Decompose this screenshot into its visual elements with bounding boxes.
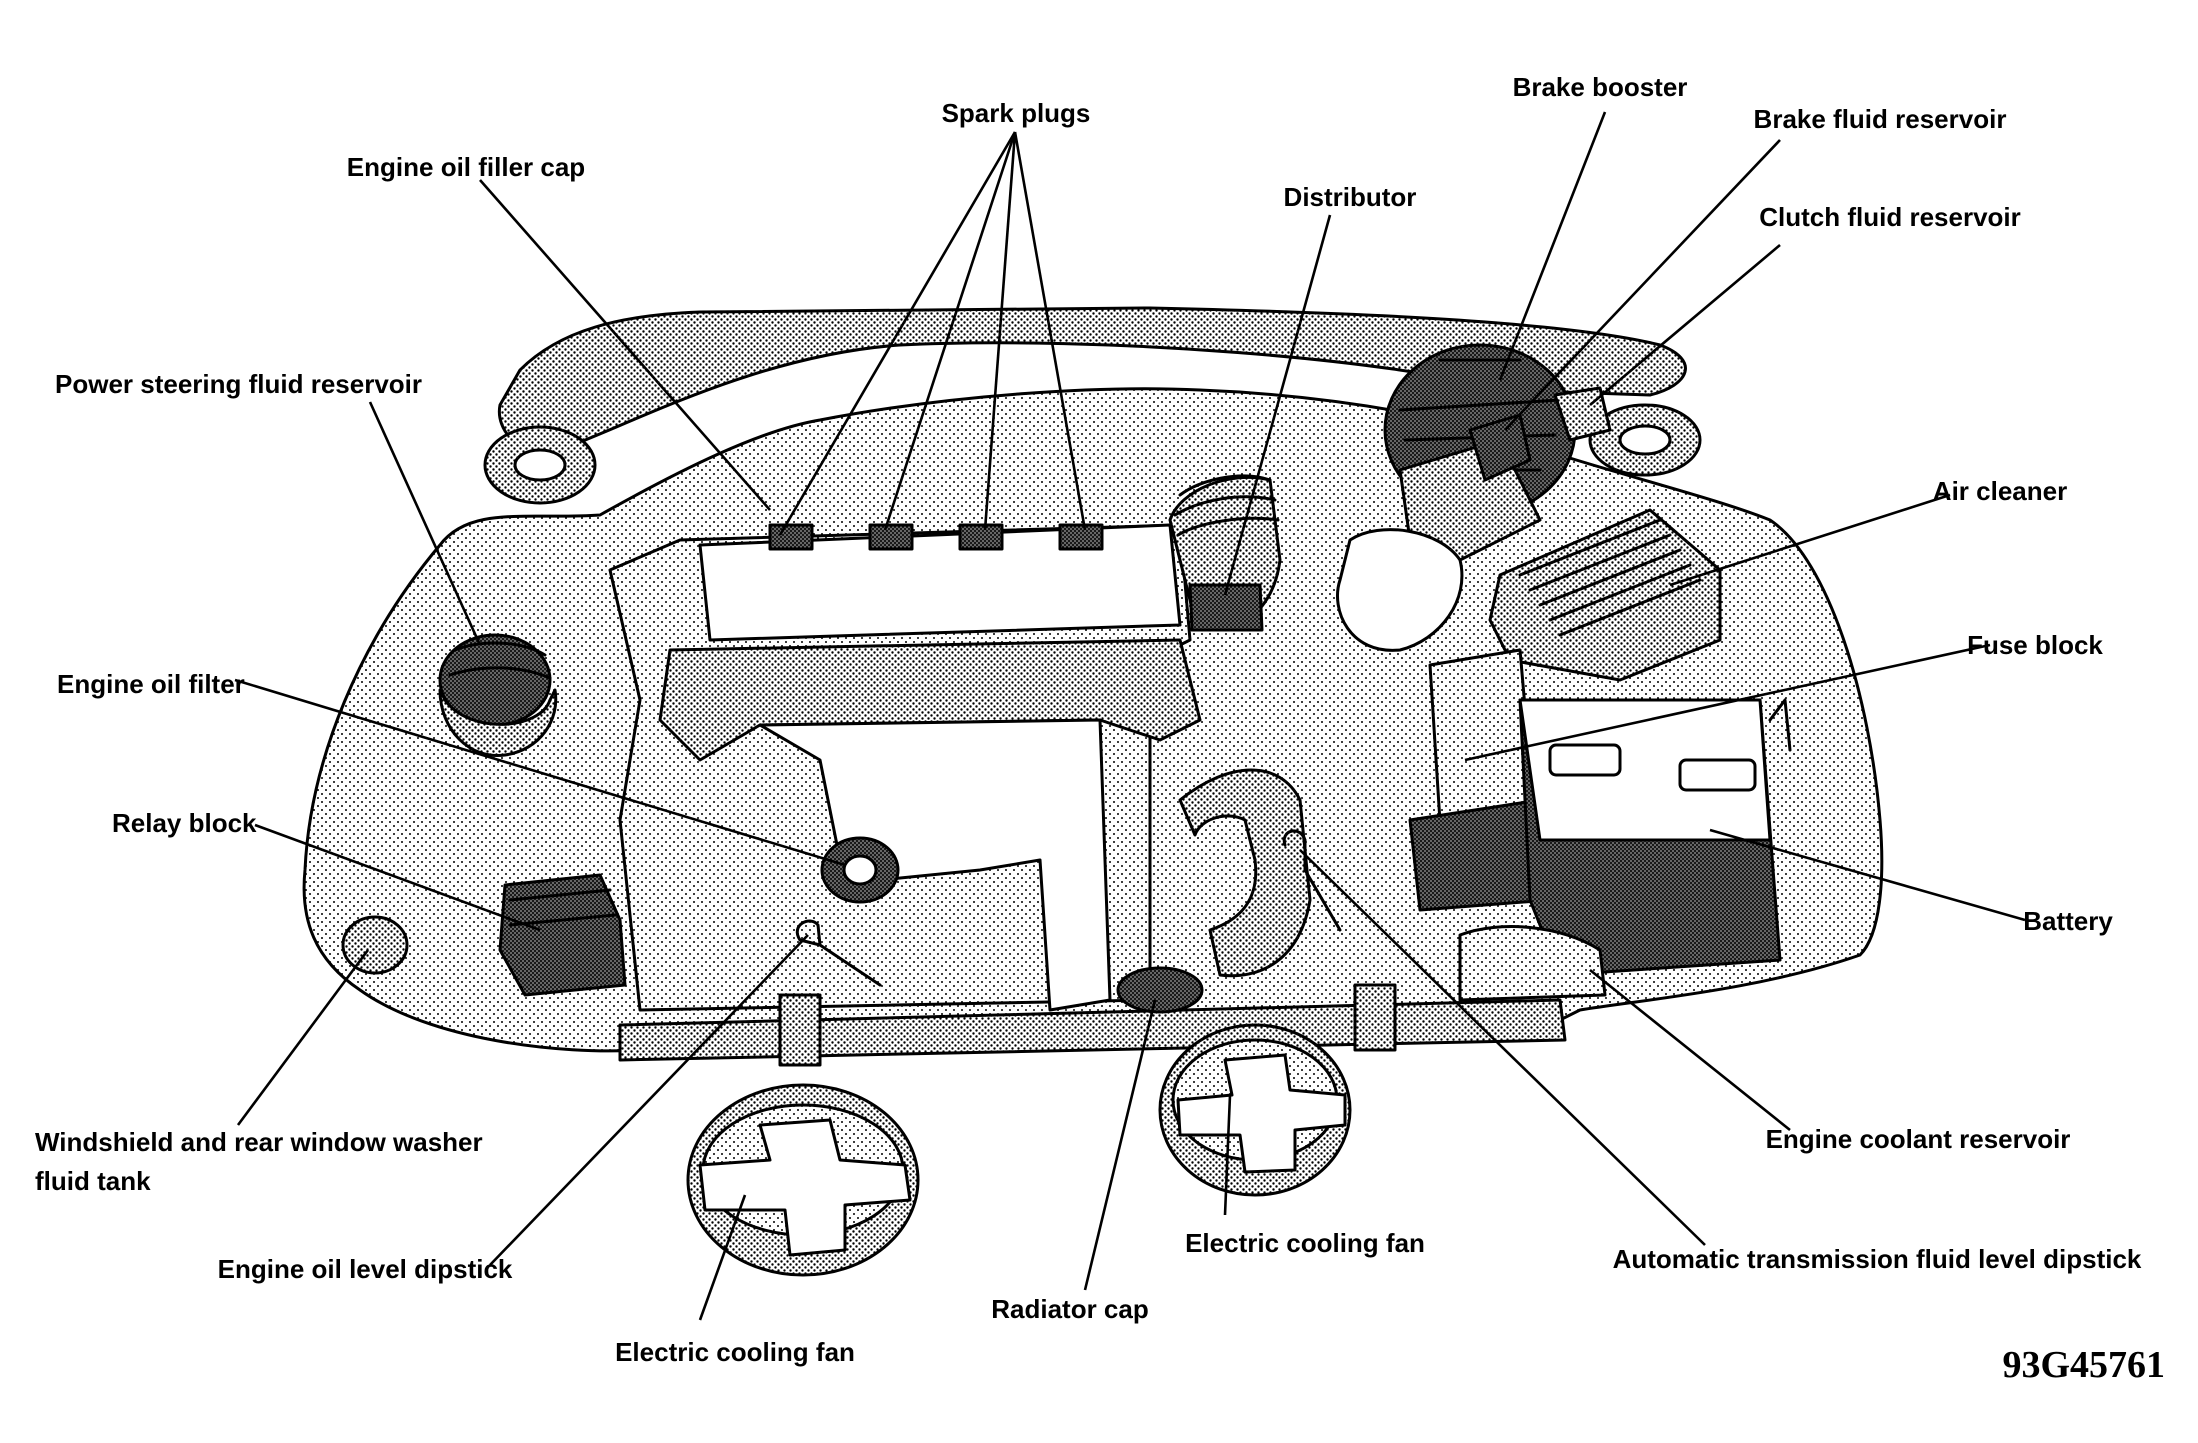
spark-plug-2 [868,523,914,551]
label-engine-coolant-reservoir: Engine coolant reservoir [1766,1124,2071,1154]
figure-code: 93G45761 [2002,1344,2165,1386]
spark-plug-4 [1058,523,1104,551]
callout-labels: Spark plugs Brake booster Brake fluid re… [35,72,2165,1386]
radiator-support-post-left [778,993,822,1067]
label-brake-booster: Brake booster [1513,72,1688,102]
label-fuse-block: Fuse block [1967,630,2103,660]
brake-fluid-reservoir-body [1468,413,1532,482]
upper-radiator-hose [1178,768,1312,978]
label-relay-block: Relay block [112,808,257,838]
cooling-fan-right [1158,1023,1352,1197]
label-clutch-fluid-reservoir: Clutch fluid reservoir [1759,202,2021,232]
atf-dipstick-handle [1282,829,1342,932]
radiator-cap-body [1116,966,1204,1014]
label-radiator-cap: Radiator cap [991,1294,1149,1324]
relay-block-body [498,873,627,997]
label-engine-oil-filler-cap: Engine oil filler cap [347,152,585,182]
air-cleaner-body [1488,508,1722,682]
coolant-reservoir-body [1458,925,1607,1002]
label-electric-cooling-fan-left: Electric cooling fan [615,1337,855,1367]
radiator-support-post-right [1353,983,1397,1052]
engine-front-cover [758,718,1112,1012]
label-battery: Battery [2023,906,2113,936]
radiator-support [618,998,1567,1062]
label-air-cleaner: Air cleaner [1933,476,2067,506]
label-spark-plugs: Spark plugs [942,98,1091,128]
air-duct [1336,528,1464,652]
label-automatic-transmission-dipstick: Automatic transmission fluid level dipst… [1613,1244,2142,1274]
engine-bay-illustration [302,306,1884,1277]
oil-dipstick-handle [795,919,882,987]
label-power-steering-fluid-reservoir: Power steering fluid reservoir [55,369,422,399]
leader-lines [234,111,2026,1321]
label-engine-oil-level-dipstick: Engine oil level dipstick [218,1254,513,1284]
distributor-cap [1188,583,1264,632]
label-brake-fluid-reservoir: Brake fluid reservoir [1754,104,2007,134]
label-electric-cooling-fan-right: Electric cooling fan [1185,1228,1425,1258]
spark-plug-3 [958,523,1004,551]
spark-plug-1 [768,523,814,551]
label-engine-oil-filter: Engine oil filter [57,669,245,699]
power-steering-reservoir-body [438,688,558,758]
washer-tank-cap [341,915,409,975]
label-distributor: Distributor [1284,182,1417,212]
cylinder-head [698,523,1182,642]
label-washer-tank-line1: Windshield and rear window washer [35,1127,483,1157]
cooling-fan-left [686,1083,920,1277]
label-washer-tank-line2: fluid tank [35,1166,151,1196]
